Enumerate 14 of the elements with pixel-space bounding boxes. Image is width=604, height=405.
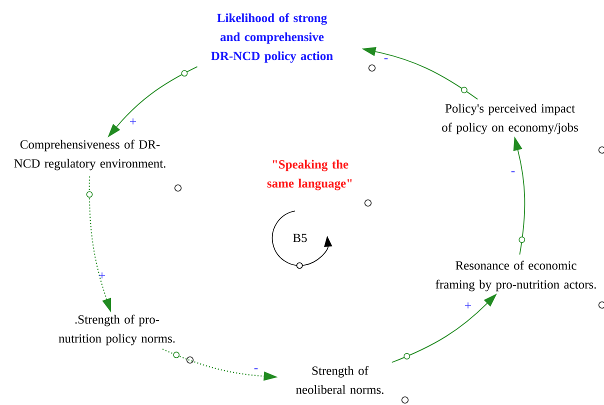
variable-text: Policy's perceived impact of policy on economy/jobs (442, 104, 578, 134)
variable-text: .Strength of pro-nutrition policy norms. (58, 314, 175, 346)
polarity-sign: - (511, 171, 515, 172)
variable-text: Comprehensiveness of DR-NCD regulatory environment. (14, 140, 166, 170)
polarity-sign: + (130, 118, 136, 124)
polarity-sign: + (98, 272, 106, 278)
polarity-sign: - (384, 58, 388, 60)
variable-text: Resonance of economic framing by pro-nutrition actors. (436, 260, 596, 292)
polarity-sign: - (254, 368, 258, 370)
loop-label: B5 (293, 234, 307, 242)
loop-title: "Speaking the same language" (267, 160, 352, 190)
variable-text: Strength of neoliberal norms. (296, 366, 384, 394)
polarity-sign: + (464, 302, 472, 308)
variable-text: Likelihood of strong and comprehensive DR-NCD policy action (211, 13, 333, 63)
